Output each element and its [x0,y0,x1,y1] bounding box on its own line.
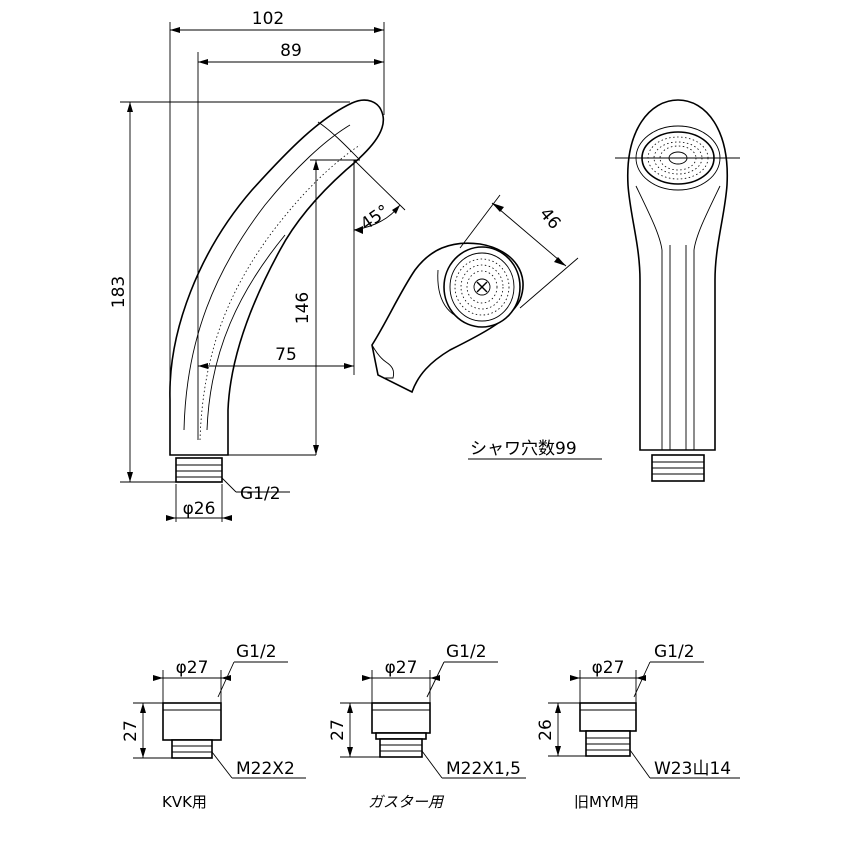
adapter-mym-dia: φ27 [592,658,625,678]
adapter-mym-height: 26 [536,719,556,741]
adapter-kvk-height: 27 [121,720,141,742]
adapter-gastar-name: ガスター用 [368,793,445,811]
adapter-gastar: φ27 G1/2 27 M22X1,5 ガスター用 [328,642,526,811]
adapter-kvk: φ27 G1/2 27 M22X2 KVK用 [121,642,306,811]
adapter-mym-name: 旧MYM用 [574,793,639,811]
adapter-gastar-height: 27 [328,719,348,741]
adapter-kvk-spec: M22X2 [236,759,295,779]
adapter-gastar-spec: M22X1,5 [446,759,521,779]
dim-face: 46 [535,204,564,233]
adapter-kvk-dia: φ27 [176,658,209,678]
adapter-kvk-thread: G1/2 [236,642,277,662]
dim-width-89: 89 [280,41,302,61]
shower-holes-label: シャワ穴数99 [470,439,577,459]
adapter-mym-thread: G1/2 [654,642,695,662]
dim-offset-75: 75 [275,345,297,365]
shower-face-detail-view: 46 [371,194,579,394]
dim-height-146: 146 [293,292,313,324]
dim-dia-26: φ26 [183,499,216,519]
shower-head-front-view: シャワ穴数99 [468,99,740,482]
thread-label: G1/2 [240,484,281,504]
adapter-gastar-thread: G1/2 [446,642,487,662]
adapter-old-mym: φ27 G1/2 26 W23山14 旧MYM用 [536,642,740,811]
adapter-kvk-name: KVK用 [162,793,207,811]
shower-head-side-view: 102 89 183 146 75 45° G1/2 [109,9,406,522]
dim-height-total: 183 [109,276,129,308]
adapter-mym-spec: W23山14 [654,759,731,779]
adapter-gastar-dia: φ27 [385,658,418,678]
dim-width-total: 102 [252,9,284,29]
